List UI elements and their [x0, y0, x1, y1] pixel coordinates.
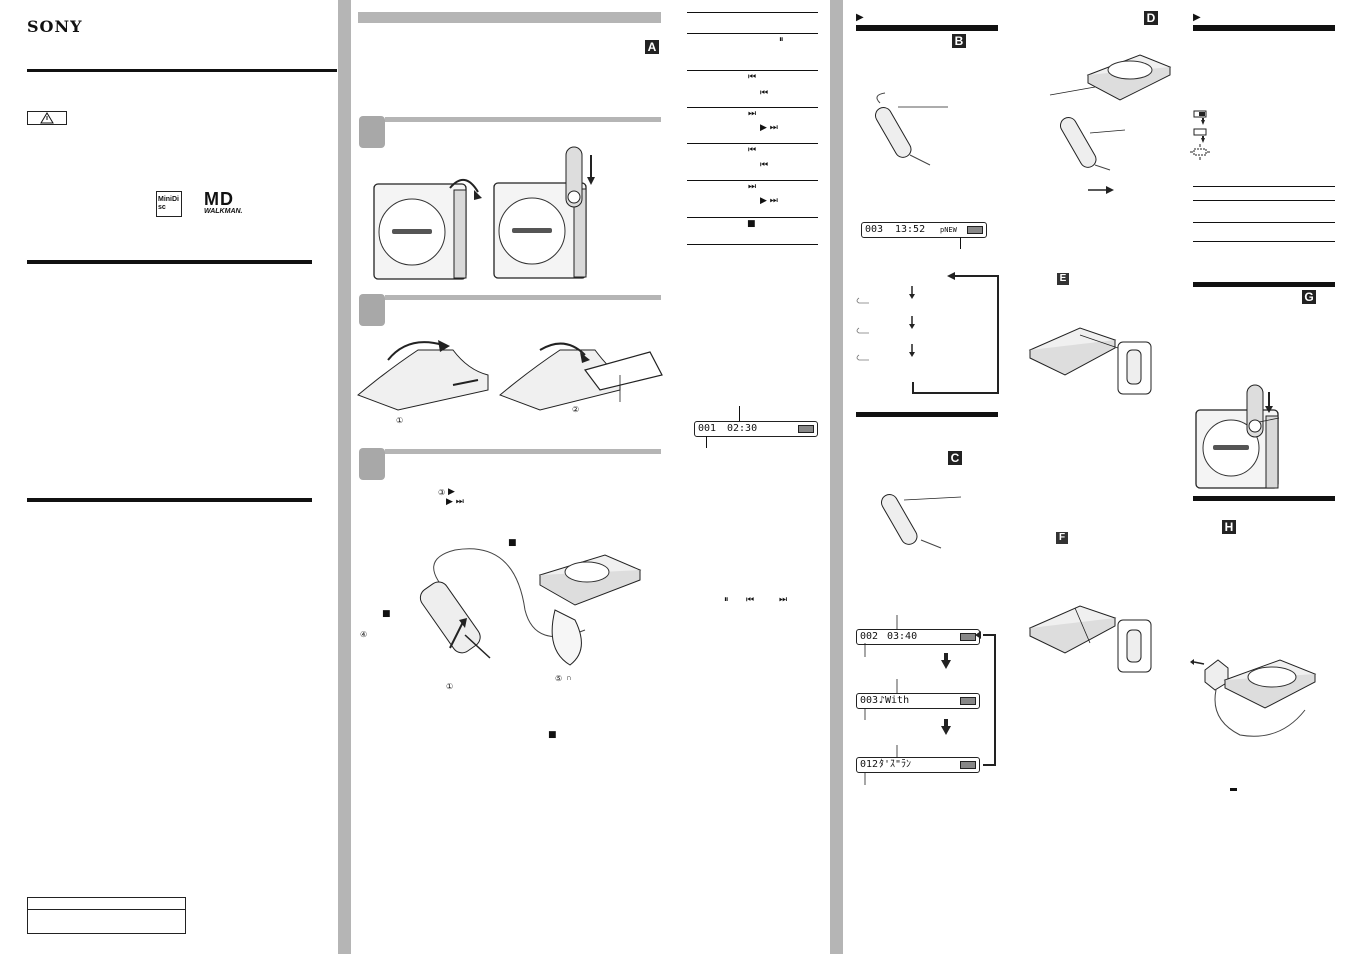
insert-disc-illustration	[499, 342, 663, 411]
section-rule	[1193, 25, 1335, 31]
play-symbol: ▶	[448, 487, 455, 497]
step-3-badge	[359, 448, 385, 480]
step-rule	[385, 449, 661, 454]
play-next-symbol: ▶ ⏭	[760, 196, 778, 206]
track-title-display: 003 ♪With	[856, 693, 980, 709]
hold-switch-illustration	[1028, 327, 1152, 395]
callout-1: ①	[446, 682, 454, 691]
battery-lid-illustration	[373, 179, 482, 280]
time-readout: 03:40	[887, 631, 918, 642]
warning-box	[27, 111, 67, 125]
remote-connection-illustration	[419, 548, 642, 666]
callout-4: ④	[360, 630, 368, 639]
play-next-symbol: ▶ ⏭	[446, 497, 464, 507]
section-label-a: A	[645, 40, 659, 54]
section-rule	[1193, 282, 1335, 287]
battery-icon	[960, 633, 976, 641]
play-mode-display: 003 13:52 pNEW	[861, 222, 987, 238]
disc-name: ﾀ'ｽ"ﾗﾝ	[879, 759, 912, 770]
remote-illustration	[881, 494, 962, 549]
prev-symbol: ⏮	[760, 88, 769, 98]
prev-symbol: ⏮	[760, 160, 769, 170]
prev-symbol: ⏮	[746, 595, 755, 605]
model-box	[27, 897, 186, 934]
battery-insert-illustration	[1195, 384, 1280, 489]
section-label-c: C	[948, 451, 962, 465]
play-next-symbol: ▶ ⏭	[760, 123, 778, 133]
track-number: 012	[860, 759, 879, 770]
step-1-badge	[359, 116, 385, 148]
open-lid-illustration	[357, 340, 489, 411]
ac-adaptor-illustration	[1190, 659, 1317, 737]
track-number: 001	[698, 423, 717, 434]
callout-5: ⑤	[555, 674, 563, 683]
brand-logo: SONY	[27, 17, 83, 36]
section-rule	[1193, 496, 1335, 501]
track-number: 003	[860, 695, 879, 706]
stop-symbol: ■	[508, 538, 517, 548]
walkman-logo-text: WALKMAN.	[204, 208, 243, 215]
play-arrow-icon: ▶	[856, 12, 864, 23]
section-rule	[27, 498, 312, 502]
pause-symbol: ⏸	[724, 595, 729, 605]
next-symbol: ⏭	[748, 109, 757, 119]
step-2-badge	[359, 294, 385, 326]
battery-icon	[798, 425, 814, 433]
remote-connection-illustration	[1049, 54, 1172, 194]
section-label-f: F	[1056, 532, 1068, 544]
battery-icon	[960, 697, 976, 705]
prev-symbol: ⏮	[748, 72, 757, 82]
battery-level-indicator	[1190, 110, 1210, 160]
stop-symbol: ■	[382, 609, 391, 619]
title-rule	[27, 69, 337, 72]
track-number: 003	[865, 224, 884, 235]
next-symbol: ⏭	[779, 595, 788, 605]
section-rule	[856, 25, 998, 31]
minidisc-logo: MiniDisc	[156, 191, 182, 217]
headphone-symbol: ∩	[566, 673, 572, 682]
section-rule	[27, 260, 312, 264]
step-rule	[385, 117, 661, 122]
section-rule	[856, 412, 998, 417]
callout-1: ①	[396, 416, 404, 425]
battery-icon	[967, 226, 983, 234]
stop-symbol: ■	[548, 730, 557, 740]
md-walkman-logo: MD WALKMAN.	[204, 189, 254, 217]
hold-switch-illustration	[1028, 605, 1152, 673]
elapsed-time-display: 001 02:30	[694, 421, 818, 437]
step-rule	[385, 295, 661, 300]
next-symbol: ⏭	[748, 182, 757, 192]
callout-3: ③	[438, 488, 446, 497]
pause-symbol: ⏸	[779, 35, 784, 45]
md-logo-text: MD	[204, 189, 234, 209]
section-label-d: D	[1144, 11, 1158, 25]
play-arrow-icon: ▶	[1193, 12, 1201, 23]
battery-icon	[960, 761, 976, 769]
play-mode-cycle-diagram	[856, 272, 999, 394]
page-separator	[830, 0, 843, 954]
prev-symbol: ⏮	[748, 145, 757, 155]
header-bar	[358, 12, 661, 23]
warning-triangle-icon	[40, 112, 54, 124]
play-mode-indicator: pNEW	[940, 226, 957, 234]
time-readout: 13:52	[895, 224, 926, 235]
elapsed-time: 02:30	[727, 423, 758, 434]
section-label-g: G	[1302, 290, 1316, 304]
time-display: 002 03:40	[856, 629, 980, 645]
section-label-b: B	[952, 34, 966, 48]
page-separator	[338, 0, 351, 954]
section-label-h: H	[1222, 520, 1236, 534]
battery-insert-illustration	[493, 146, 595, 279]
stop-symbol: ■	[747, 219, 756, 229]
track-number: 002	[860, 631, 879, 642]
track-title: ♪With	[879, 695, 910, 706]
minidisc-logo-text: MiniDisc	[158, 196, 179, 211]
section-label-e: E	[1057, 273, 1069, 285]
remote-illustration	[875, 92, 948, 166]
disc-name-display: 012 ﾀ'ｽ"ﾗﾝ	[856, 757, 980, 773]
display-cycle-diagram	[864, 615, 996, 785]
callout-2: ②	[572, 405, 580, 414]
